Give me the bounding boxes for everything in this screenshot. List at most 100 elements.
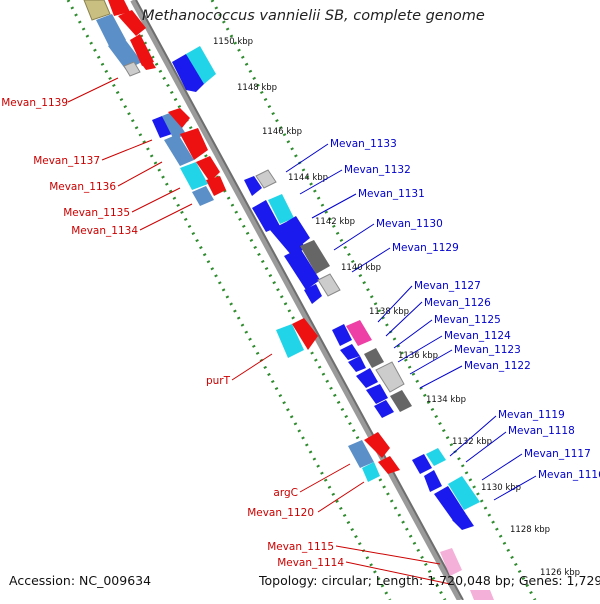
gene-cyan-purT xyxy=(276,324,304,358)
gene-label-left: Mevan_1115 xyxy=(267,541,334,553)
gene-red-top-c xyxy=(130,34,154,66)
gene-blue-1137 xyxy=(152,116,172,138)
right-gene-cluster-1119 xyxy=(412,448,480,530)
gene-gray-1132 xyxy=(255,169,277,189)
gene-cyan-1135 xyxy=(180,162,208,190)
gene-label-left: purT xyxy=(206,375,231,387)
gene-label-left: argC xyxy=(273,487,298,499)
gene-steel-argC xyxy=(348,440,374,468)
right-leaders xyxy=(285,143,537,501)
gene-red-1134 xyxy=(206,176,226,196)
tick-label: 1148 kbp xyxy=(237,83,277,93)
gene-label-right: Mevan_1122 xyxy=(464,360,531,372)
gene-label-right: Mevan_1116 xyxy=(538,469,600,481)
gene-steel-1136 xyxy=(164,134,194,166)
gene-red-1120 xyxy=(378,456,400,474)
gene-blue-1116 xyxy=(452,514,474,530)
gene-magenta-1126 xyxy=(346,320,372,346)
genome-backbone xyxy=(130,0,463,602)
gene-label-right: Mevan_1131 xyxy=(358,188,425,200)
gene-cyan-1119 xyxy=(426,448,446,466)
genome-backbone-shadow xyxy=(135,0,464,601)
gene-blue-1125 xyxy=(340,344,360,360)
tick-label: 1140 kbp xyxy=(341,263,381,273)
gene-label-left: Mevan_1120 xyxy=(247,507,314,519)
gene-steel-1137 xyxy=(162,112,186,140)
gene-label-right: Mevan_1132 xyxy=(344,164,411,176)
gene-gray-top xyxy=(123,61,141,77)
gene-red-purT xyxy=(292,318,318,350)
gene-red-1135 xyxy=(196,156,220,182)
gene-label-right: Mevan_1118 xyxy=(508,425,575,437)
gene-blue-1130b xyxy=(286,216,310,246)
gene-label-left: Mevan_1135 xyxy=(63,207,130,219)
gene-label-right: Mevan_1119 xyxy=(498,409,565,421)
gene-label-right: Mevan_1123 xyxy=(454,344,521,356)
gene-steel-top-a xyxy=(96,14,126,48)
right-gene-cluster-1127 xyxy=(332,320,412,418)
gene-cyan-1120 xyxy=(362,462,380,482)
tick-label: 1134 kbp xyxy=(426,395,466,405)
gene-pink-bottom-b xyxy=(470,590,494,600)
tick-label: 1146 kbp xyxy=(262,127,302,137)
ticks: 1150 kbp 1148 kbp 1146 kbp 1144 kbp 1142… xyxy=(213,37,580,578)
gene-red-1137a xyxy=(168,108,190,128)
left-gene-purT xyxy=(276,318,318,358)
tick-label: 1144 kbp xyxy=(288,173,328,183)
gene-gray-1122 xyxy=(390,390,412,412)
gene-label-right: Mevan_1133 xyxy=(330,138,397,150)
right-gene-top xyxy=(172,46,216,92)
gene-label-right: Mevan_1117 xyxy=(524,448,591,460)
gene-gray-1129 xyxy=(300,240,330,274)
tick-label: 1128 kbp xyxy=(510,525,550,535)
tick-label: 1130 kbp xyxy=(481,483,521,493)
gene-blue-1118 xyxy=(424,470,442,492)
gene-label-right: Mevan_1130 xyxy=(376,218,443,230)
left-labels: Mevan_1139 Mevan_1137 Mevan_1136 Mevan_1… xyxy=(1,97,344,569)
left-leaders xyxy=(67,77,451,585)
right-gene-cluster-1133 xyxy=(244,169,341,304)
gene-label-left: Mevan_1139 xyxy=(1,97,68,109)
inner-right-dotted-guide xyxy=(210,0,537,601)
tick-label: 1142 kbp xyxy=(315,217,355,227)
gene-blue-1131 xyxy=(252,200,280,232)
gene-red-top-a xyxy=(108,0,130,16)
gene-label-right: Mevan_1129 xyxy=(392,242,459,254)
left-gene-cluster-1137 xyxy=(152,108,226,206)
tick-label: 1126 kbp xyxy=(540,568,580,578)
gene-steel-1134 xyxy=(192,186,214,206)
tick-label: 1150 kbp xyxy=(213,37,253,47)
gene-red-argC xyxy=(364,432,390,458)
gene-red-1136 xyxy=(180,128,208,160)
gene-gray-1129b xyxy=(317,273,341,297)
topology-text: Topology: circular; Length: 1,720,048 bp… xyxy=(259,573,600,588)
tick-label: 1132 kbp xyxy=(452,437,492,447)
gene-label-left: Mevan_1137 xyxy=(33,155,100,167)
gene-blue-top xyxy=(172,54,206,92)
gene-label-left: Mevan_1136 xyxy=(49,181,116,193)
gene-red-top-b xyxy=(118,10,146,36)
gene-gray-1123 xyxy=(375,361,405,393)
tick-label: 1138 kbp xyxy=(369,307,409,317)
gene-cyan-top xyxy=(186,46,216,84)
gene-cyan-1131 xyxy=(268,194,294,224)
gene-pink-bottom xyxy=(440,548,462,576)
gene-blue-1124 xyxy=(348,356,366,372)
gene-blue-1122b xyxy=(374,400,394,418)
gene-blue-1129c xyxy=(304,284,322,304)
gene-blue-1119 xyxy=(412,454,432,474)
gene-label-right: Mevan_1124 xyxy=(444,330,511,342)
gene-khaki-top xyxy=(83,0,111,21)
right-labels: Mevan_1133 Mevan_1132 Mevan_1131 Mevan_1… xyxy=(330,138,600,481)
left-gene-argC xyxy=(348,432,400,482)
gene-label-right: Mevan_1126 xyxy=(424,297,491,309)
genome-title: Methanococcus vannielii SB, complete gen… xyxy=(142,8,485,24)
gene-blue-1122a xyxy=(366,384,388,404)
gene-cyan-1117 xyxy=(448,476,480,510)
accession-text: Accession: NC_009634 xyxy=(9,573,152,588)
outer-left-dotted-guide xyxy=(66,0,392,601)
left-gene-cluster-top xyxy=(83,0,156,77)
tick-label: 1136 kbp xyxy=(398,351,438,361)
